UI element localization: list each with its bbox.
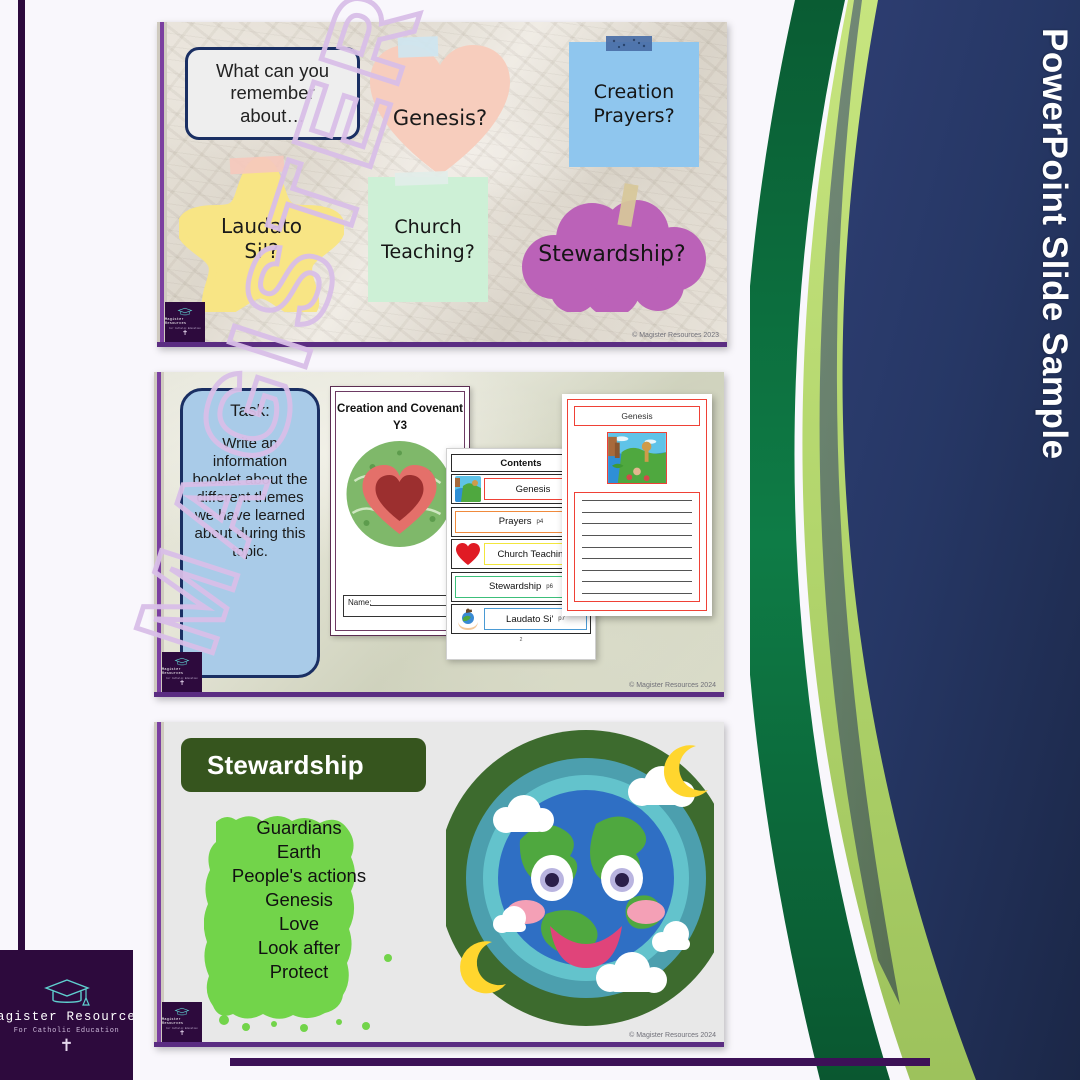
slide-brand-tagline: For Catholic Education [169, 327, 201, 330]
brand-name: Magister Resources [0, 1010, 133, 1024]
slide-brand-tagline: For Catholic Education [166, 677, 198, 680]
contents-row-label: Prayers [498, 516, 532, 527]
moon-icon [460, 941, 506, 994]
slide-thumbnail-3[interactable]: Stewardship Guardians Earth People's act… [154, 722, 724, 1047]
task-title: Task: [230, 401, 270, 420]
cross-icon: ✝ [179, 680, 185, 687]
slide-copyright: © Magister Resources 2024 [629, 682, 716, 689]
star-label-line1: Laudato [220, 213, 303, 238]
sticky-note-church-teaching: Church Teaching? [368, 177, 488, 302]
tape-strip-icon [617, 183, 639, 227]
bottom-frame-line [230, 1058, 930, 1066]
tape-strip-icon [394, 171, 449, 186]
worksheet-border [567, 399, 707, 611]
graduation-cap-icon [174, 1007, 190, 1016]
contents-row: Church Teaching [451, 539, 591, 569]
word-bank-item: Look after [257, 937, 341, 958]
smiling-earth-icon [446, 730, 714, 1026]
right-banner-panel: PowerPoint Slide Sample [750, 0, 1080, 1080]
worksheet-title: Genesis [574, 406, 700, 426]
contents-row-page: p4 [536, 518, 544, 525]
graduation-cap-icon [43, 979, 90, 1006]
star-label-line2: Si'? [244, 238, 279, 263]
contents-row-page: p7 [558, 616, 565, 622]
word-bank-list: Guardians Earth People's actions Genesis… [204, 808, 394, 1033]
graduation-cap-icon [177, 307, 193, 316]
task-body: Write an information booklet about the d… [192, 435, 308, 560]
slide-thumbnail-1[interactable]: What can you remember about… Genesis? Cr… [157, 22, 727, 347]
moon-icon [663, 745, 708, 798]
cloud-shape-stewardship: Stewardship? [512, 183, 712, 317]
earth-hands-icon [455, 606, 481, 632]
brand-tagline: For Catholic Education [13, 1027, 120, 1035]
word-bank-item: People's actions [231, 865, 367, 886]
slide-bottom-bar [154, 692, 724, 697]
slide-bottom-bar [154, 1042, 724, 1047]
banner-swoosh-graphic [750, 0, 1080, 1080]
word-bank-item: Love [278, 913, 320, 934]
cross-icon: ✝ [179, 1030, 185, 1037]
star-icon [176, 157, 346, 319]
slide3-title: Stewardship [181, 738, 426, 792]
cross-icon: ✝ [182, 330, 188, 337]
word-bank-item: Genesis [265, 889, 333, 910]
brand-logo-block: Magister Resources For Catholic Educatio… [0, 950, 133, 1080]
slide-bottom-bar [157, 342, 727, 347]
slide-brand-logo: Magister Resources For Catholic Educatio… [165, 302, 205, 342]
slide-left-edge [154, 372, 164, 697]
genesis-garden-icon [607, 432, 667, 484]
slide-brand-name: Magister Resources [162, 1018, 184, 1026]
left-frame-line [18, 0, 25, 1080]
slide-copyright: © Magister Resources 2023 [632, 332, 719, 339]
slide-brand-name: Magister Resources [162, 668, 184, 676]
slide-left-edge [154, 722, 164, 1047]
contents-row-label: Church Teaching [497, 548, 569, 560]
speech-bubble-prompt: What can you remember about… [185, 47, 360, 140]
word-bank-item: Guardians [256, 817, 342, 838]
graduation-cap-icon [174, 657, 190, 666]
slide-copyright: © Magister Resources 2024 [629, 1032, 716, 1039]
heart-icon [455, 541, 481, 567]
word-bank-item: Protect [269, 961, 329, 982]
slide-brand-logo: Magister Resources For Catholic Educatio… [162, 652, 202, 692]
slide-brand-name: Magister Resources [165, 318, 187, 326]
earth-face [507, 855, 665, 968]
slide-left-edge [157, 22, 167, 347]
contents-pill[interactable]: Laudato Si' p7 [484, 608, 587, 630]
contents-row-page: p6 [546, 583, 553, 590]
genesis-garden-icon [455, 476, 481, 502]
tape-strip-icon [397, 36, 439, 58]
slide-thumbnail-2[interactable]: Task: Write an information booklet about… [154, 372, 724, 697]
contents-row-label: Stewardship [489, 581, 542, 592]
banner-title: PowerPoint Slide Sample [1035, 28, 1074, 460]
heart-icon [370, 45, 510, 175]
tape-strip-icon [229, 155, 285, 175]
heart-label: Genesis? [392, 106, 488, 130]
worksheet-writing-lines [574, 492, 700, 602]
booklet-title: Creation and Covenant Y3 [337, 403, 463, 433]
cross-icon: ✝ [59, 1036, 74, 1055]
slide-brand-logo: Magister Resources For Catholic Educatio… [162, 1002, 202, 1042]
word-bank-panel: Guardians Earth People's actions Genesis… [204, 808, 394, 1033]
contents-row-label: Genesis [515, 483, 551, 495]
contents-row: Laudato Si' p7 [451, 604, 591, 634]
earth-heart-icon [346, 441, 453, 547]
sticky-note-creation-prayers: Creation Prayers? [569, 42, 699, 167]
green-paint-blob [204, 816, 392, 1032]
contents-page-number: 2 [519, 636, 523, 643]
genesis-worksheet-page: Genesis [562, 394, 712, 616]
booklet-name-label: Name: [348, 598, 372, 607]
booklet-name-field[interactable]: Name: [343, 595, 457, 617]
task-instruction-box: Task: Write an information booklet about… [180, 388, 320, 678]
heart-shape-genesis: Genesis? [365, 36, 515, 180]
word-bank-item: Earth [276, 841, 322, 862]
cloud-label: Stewardship? [538, 242, 686, 267]
tape-strip-icon [606, 36, 652, 51]
slide-brand-tagline: For Catholic Education [166, 1027, 198, 1030]
contents-row-label: Laudato Si' [506, 613, 554, 625]
